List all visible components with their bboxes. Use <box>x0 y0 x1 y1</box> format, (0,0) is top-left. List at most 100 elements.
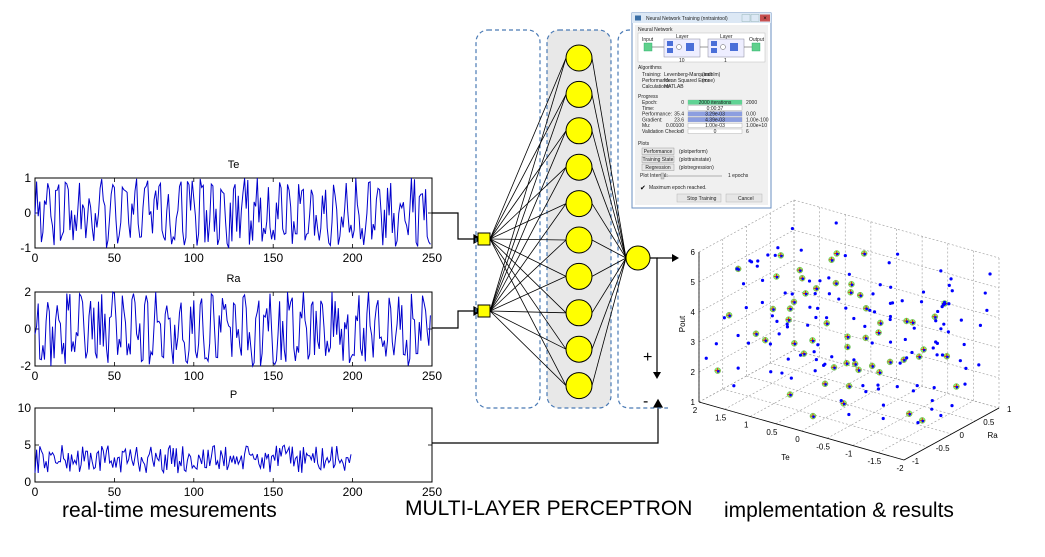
actual-point <box>827 276 831 280</box>
actual-point <box>930 407 934 411</box>
signal-line <box>34 177 431 249</box>
actual-point <box>826 322 829 326</box>
actual-point <box>785 322 789 326</box>
actual-point <box>939 327 943 331</box>
actual-point <box>769 370 773 374</box>
actual-point <box>814 357 818 362</box>
progress-start: 23.6 <box>674 117 684 123</box>
x-tick-label: 200 <box>343 251 363 265</box>
actual-point <box>900 299 904 303</box>
scatter-3d-plot: 12345621.510.50-0.5-1-1.5-210.50-0.5-1Po… <box>678 199 1012 473</box>
algorithm-fn: (trainlm) <box>702 72 721 78</box>
actual-point <box>804 292 808 296</box>
x-tick-label: 50 <box>108 251 122 265</box>
z-tick-label: 1 <box>691 398 696 407</box>
caption-measurements: real-time mesurements <box>62 499 277 522</box>
actual-point <box>812 350 816 354</box>
cancel-button[interactable] <box>725 193 763 203</box>
actual-point <box>839 399 843 403</box>
plot-button[interactable] <box>641 147 675 155</box>
actual-point <box>905 356 909 360</box>
actual-point <box>833 366 836 370</box>
actual-point <box>889 285 893 289</box>
plot-title: Ra <box>226 273 241 285</box>
actual-point <box>824 383 827 386</box>
minus-sign: - <box>643 393 648 410</box>
actual-point <box>854 363 858 366</box>
x-tick-label: 100 <box>184 251 204 265</box>
x-tick-label: -1.5 <box>867 457 881 466</box>
actual-point <box>806 323 810 327</box>
actual-point <box>756 259 760 263</box>
y-tick-label: 0 <box>24 206 31 220</box>
y-tick-label: -1 <box>912 457 920 466</box>
actual-point <box>930 398 934 403</box>
actual-point <box>946 330 950 334</box>
algorithm-fn: (mse) <box>702 78 715 84</box>
actual-point <box>787 319 791 322</box>
y-tick-label: 2 <box>24 285 31 299</box>
plot-button-fn: (plottrainstate) <box>679 157 711 163</box>
plot-button-fn: (plotregression) <box>679 165 714 171</box>
signal-line <box>34 444 352 475</box>
ra-input-arrow <box>432 310 474 329</box>
actual-point <box>818 279 822 283</box>
progress-bar <box>687 128 743 134</box>
actual-point <box>876 387 881 391</box>
actual-point <box>903 337 907 342</box>
actual-point <box>852 358 856 362</box>
x-tick-label: 250 <box>422 485 442 499</box>
y-tick-label: 0 <box>24 475 31 489</box>
layer1-size: 10 <box>679 58 685 64</box>
plot-buttons: Performance(plotperform)Training State(p… <box>641 147 714 171</box>
actual-point <box>955 385 959 389</box>
z-tick-label: 4 <box>691 308 696 317</box>
hidden-neuron <box>565 190 593 218</box>
close-button[interactable] <box>760 14 770 22</box>
x-tick-label: 150 <box>263 369 283 383</box>
actual-point <box>735 267 739 271</box>
actual-point <box>878 283 882 287</box>
actual-point <box>940 353 945 357</box>
caption-mlp: MULTI-LAYER PERCEPTRON <box>405 497 692 520</box>
plot-button[interactable] <box>641 155 675 163</box>
actual-point <box>947 302 951 306</box>
maximize-button[interactable] <box>750 14 760 22</box>
actual-point <box>872 310 877 314</box>
actual-point <box>775 319 779 323</box>
actual-point <box>790 226 795 231</box>
x-tick-label: 200 <box>343 369 363 383</box>
actual-point <box>879 322 883 325</box>
actual-point <box>915 383 919 388</box>
actual-point <box>921 290 926 294</box>
signal-line <box>34 291 431 368</box>
progress-value: 2000 iterations <box>699 100 732 106</box>
actual-point <box>766 253 770 257</box>
hidden-layer-box <box>546 29 612 409</box>
actual-point <box>988 272 992 276</box>
progress-label: Mu: <box>642 123 650 129</box>
plot-interval-slider-thumb[interactable] <box>660 172 665 180</box>
actual-point <box>889 361 892 364</box>
actual-point <box>741 282 746 286</box>
stop-training-button[interactable] <box>676 193 722 203</box>
plot-title: Te <box>228 159 240 171</box>
actual-point <box>877 331 881 335</box>
actual-point <box>908 413 912 416</box>
actual-point <box>888 317 892 322</box>
y-tick-label: 0 <box>24 322 31 336</box>
actual-point <box>932 386 936 390</box>
actual-point <box>863 324 867 329</box>
plot-button[interactable] <box>641 163 675 171</box>
x-tick-label: 0.5 <box>766 428 778 437</box>
block-layer1-label: Layer <box>676 34 689 40</box>
progress-label: Validation Checks: <box>642 129 683 135</box>
x-tick-label: 100 <box>184 369 204 383</box>
algorithm-label: Performance: <box>642 78 672 84</box>
minimize-button[interactable] <box>741 14 751 22</box>
actual-point <box>704 356 708 360</box>
actual-point <box>849 291 853 295</box>
section-algorithms-label: Algorithms <box>638 65 662 71</box>
